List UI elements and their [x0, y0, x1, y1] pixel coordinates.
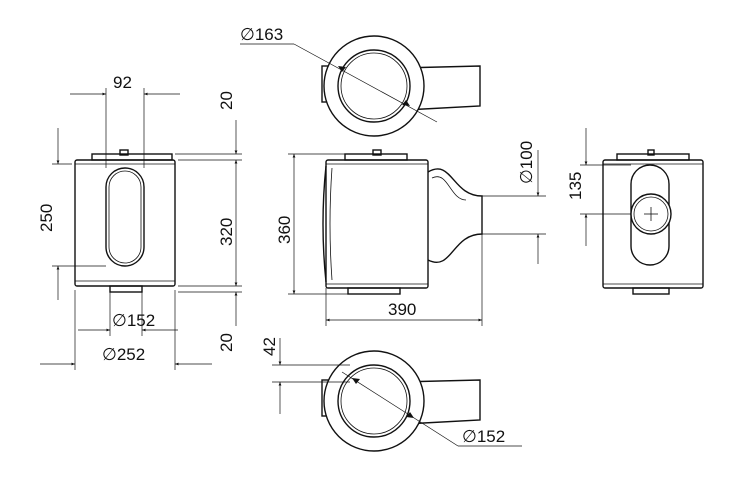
dim-252-label: 252 [117, 345, 145, 364]
svg-text:∅152: ∅152 [462, 427, 505, 446]
svg-text:∅100: ∅100 [517, 141, 536, 184]
dim-100-label: 100 [517, 141, 536, 169]
svg-text:∅163: ∅163 [240, 25, 283, 44]
dim-20-bottom-label: 20 [217, 333, 236, 352]
diameter-symbol: ∅ [112, 311, 127, 330]
diameter-symbol: ∅ [517, 169, 536, 184]
diameter-symbol: ∅ [462, 427, 477, 446]
dim-135-label: 135 [566, 172, 585, 200]
dim-20-top-label: 20 [217, 91, 236, 110]
dim-92-label: 92 [113, 73, 132, 92]
dim-152-bottom-label: 152 [477, 427, 505, 446]
dim-163-label: 163 [255, 25, 283, 44]
bottom-view: ∅152 42 [260, 337, 522, 452]
top-view: ∅163 [240, 25, 481, 137]
dim-152-left-label: 152 [127, 311, 155, 330]
dim-320-label: 320 [217, 218, 236, 246]
dim-390-label: 390 [388, 300, 416, 319]
diameter-symbol: ∅ [102, 345, 117, 364]
left-view: 92 250 20 320 20 ∅152 ∅252 [37, 73, 242, 370]
dim-360-label: 360 [275, 216, 294, 244]
dim-250-label: 250 [37, 204, 56, 232]
center-view: 360 390 ∅100 [275, 141, 546, 326]
diameter-symbol: ∅ [240, 25, 255, 44]
svg-text:∅152: ∅152 [112, 311, 155, 330]
svg-text:∅252: ∅252 [102, 345, 145, 364]
right-view: 135 [566, 128, 704, 295]
dim-42-label: 42 [260, 337, 279, 356]
